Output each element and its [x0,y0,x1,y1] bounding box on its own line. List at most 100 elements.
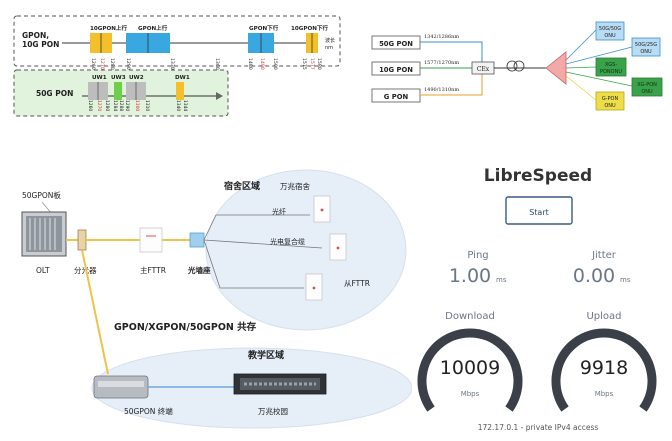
ip-info: 172.17.0.1 - private IPv4 access [478,423,599,432]
legacy-tick: 1360 [214,58,220,70]
legacy-tick: 1575 [301,58,307,70]
fiber-label: 光纤 [272,207,286,216]
jitter-unit: ms [620,276,631,284]
download-value: 10009 [440,357,500,379]
dorm-area-bubble [205,169,407,331]
fiber-spool-icon [513,60,525,72]
legacy-tick: 1580 [316,58,322,70]
legacy-pon-title-line2: 10G PON [22,40,59,49]
onu-label: G-PON [602,96,619,102]
input-10gpon-label: 10G PON [379,66,413,74]
band-label-10gpon-up: 10GPON上行 [90,24,128,32]
onu-label: XGS- [605,62,617,68]
band-uw3 [114,82,122,100]
legacy-tick: 1500 [272,58,278,70]
onu-label: ONU [604,33,616,39]
band-label-uw1: UW1 [92,75,107,81]
next-tick: 1340 [175,100,181,111]
upload-label: Upload [586,311,621,322]
fiber-link [203,214,310,241]
next-tick: 1290 [124,100,130,111]
onu-50g-25g [631,37,661,57]
speedtest-panel: LibreSpeed Start Ping 1.00 ms Jitter 0.0… [412,150,668,438]
fiber-to-teaching [81,249,109,375]
download-label: Download [445,311,495,322]
band-label-gpon-down: GPON下行 [249,24,279,32]
campus-network-diagram: 50GPON板 OLT 分光器 主FTTR 光墙座 宿舍区域 万兆宿舍 [21,169,413,429]
main-fttr-label: 主FTTR [140,265,166,275]
onu-label: PONONU [600,69,622,75]
splitter-icon [545,51,567,85]
sub-fttr-label: 从FTTR [344,279,370,288]
next-tick: 1280 [104,100,110,111]
composite-cable-link [203,239,323,249]
input-gpon-wavelength: 1490/1310nm [424,87,459,93]
output-line [565,29,597,61]
sub-fttr-led [320,208,324,212]
onu-label: ONU [604,103,616,109]
50gpon-panel-title: 50G PON [36,89,73,98]
dorm-title: 宿舍区域 [224,180,260,192]
band-label-uw3: UW3 [111,75,126,81]
next-tick: 1288 [118,100,124,111]
onu-label: 50G/50G [599,26,621,32]
onu-xgspon [595,57,627,77]
legacy-tick-highlight: 1577 [309,58,315,70]
dorm-subtitle: 万兆宿舍 [280,181,310,191]
band-label-uw2: UW2 [129,75,144,81]
cex-label: CEx [477,66,490,73]
speedtest-title: LibreSpeed [484,166,592,186]
start-button-label[interactable]: Start [529,208,549,217]
output-line [565,75,597,101]
coexistence-label: GPON/XGPON/50GPON 共存 [114,321,257,333]
input-10gpon-wavelength: 1577/1270nm [424,60,459,66]
next-tick-highlight: 1270 [96,100,102,111]
splitter-device-icon [77,229,87,251]
output-line [565,66,597,69]
onu-xgpon [631,77,663,97]
coexistence-diagram: 50G PON 10G PON G PON 1342/1286nm 1577/1… [371,21,663,111]
composite-cable-label: 光电复合缆 [270,237,305,246]
teaching-title: 教学区域 [247,349,284,361]
main-fttr-icon [139,227,163,253]
download-unit: Mbps [461,390,480,398]
input-gpon-label: G PON [384,93,409,101]
start-button[interactable]: Start [505,196,573,225]
ping-unit: ms [496,276,507,284]
next-tick: 1260 [87,100,93,111]
next-tick: 1344 [182,100,188,111]
legacy-tick: 1330 [169,58,175,70]
next-tick: 1284 [112,100,118,111]
next-tick: 1310 [144,100,150,111]
speedtest-background [412,150,668,438]
socket-label: 光墙座 [187,265,211,275]
band-label-gpon-up: GPON上行 [138,24,168,32]
legacy-tick: 1290 [125,58,131,70]
upload-unit: Mbps [595,390,614,398]
legacy-tick: 1260 [90,58,96,70]
sub-fttr-led [336,246,340,250]
onu-label: ONU [640,49,652,55]
upload-value: 9918 [580,357,628,379]
input-gpon-line [420,74,483,96]
onu-label: ONU [641,89,653,95]
sub-fttr-led [312,286,316,290]
onu-50g-50g [595,21,625,41]
start-button-frame[interactable] [505,196,573,225]
legacy-pon-panel [13,15,341,67]
legacy-tick-highlight: 1270 [99,58,105,70]
legacy-tick: 1480 [247,58,253,70]
next-tick-highlight: 1300 [134,100,140,111]
legacy-tick: 1280 [109,58,115,70]
jitter-value: 0.00 [573,265,615,287]
terminal-front-panel [98,381,144,387]
ping-value: 1.00 [449,265,491,287]
onu-gpon [595,91,625,111]
jitter-label: Jitter [591,250,617,261]
input-50gpon-line [420,41,483,62]
legacy-pon-title-line1: GPON, [22,31,49,40]
onu-label: 50G/25G [635,42,657,48]
output-line [565,71,633,87]
